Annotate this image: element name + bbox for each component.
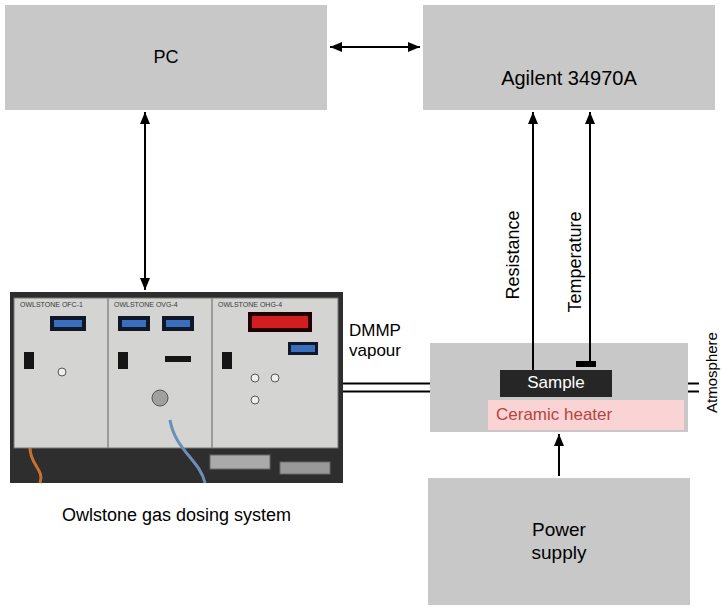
module-label: OWLSTONE OVG-4 (114, 301, 178, 309)
pc-box: PC (5, 5, 327, 110)
rack-front-panel (14, 298, 338, 448)
module-divider (211, 298, 213, 448)
display-digits (54, 320, 82, 327)
outlet-label: Atmosphere (703, 332, 718, 413)
sample-block: Sample (500, 370, 612, 397)
exhaust-pipe (688, 391, 699, 393)
display (248, 312, 312, 332)
display-digits (252, 316, 308, 328)
edge-label: Resistance (503, 210, 521, 299)
signal-arrow (558, 434, 560, 476)
edge-label: DMMP vapour (342, 321, 408, 362)
knob (271, 374, 279, 382)
switch (222, 352, 232, 369)
display (162, 316, 194, 331)
knob (251, 396, 259, 404)
display (288, 342, 318, 355)
button (58, 368, 66, 376)
ceramic-heater: Ceramic heater (488, 400, 684, 430)
connector (152, 390, 168, 406)
photo-background (10, 292, 343, 483)
display-digits (166, 320, 190, 327)
exhaust-pipe (688, 383, 699, 385)
switch (118, 352, 128, 369)
test-chamber: SampleCeramic heater (430, 343, 688, 432)
display (118, 316, 150, 331)
instrument-box: Agilent 34970A (423, 5, 715, 110)
signal-arrow (589, 112, 591, 343)
node-label: Sample (527, 373, 585, 393)
cable (170, 420, 205, 483)
cable (30, 448, 41, 483)
signal-arrow (532, 112, 534, 370)
display (50, 316, 86, 331)
temperature-sensor (576, 361, 596, 367)
module-label: OWLSTONE OHG-4 (218, 301, 282, 309)
signal-arrow (144, 112, 146, 290)
fitting (210, 455, 270, 469)
node-label: PC (153, 47, 178, 69)
edge-label: Temperature (565, 211, 583, 312)
knob (251, 374, 259, 382)
module-label: OWLSTONE OFC-1 (20, 301, 83, 309)
display-digits (122, 320, 146, 327)
pipe-bore (343, 385, 430, 391)
gas-dosing-system: Owlstone gas dosing system (10, 292, 343, 483)
photo-caption: Owlstone gas dosing system (10, 505, 343, 527)
slot (165, 356, 191, 362)
switch (24, 352, 34, 369)
node-label: Power supply (524, 519, 594, 565)
power-supply-box: Power supply (428, 478, 690, 605)
fitting (280, 462, 330, 474)
display-digits (291, 345, 315, 352)
signal-arrow (330, 46, 420, 48)
sensor-lead (589, 343, 591, 361)
node-label: Agilent 34970A (501, 66, 637, 90)
gas-pipe (343, 383, 430, 393)
node-label: Ceramic heater (496, 405, 612, 425)
module-divider (107, 298, 109, 448)
